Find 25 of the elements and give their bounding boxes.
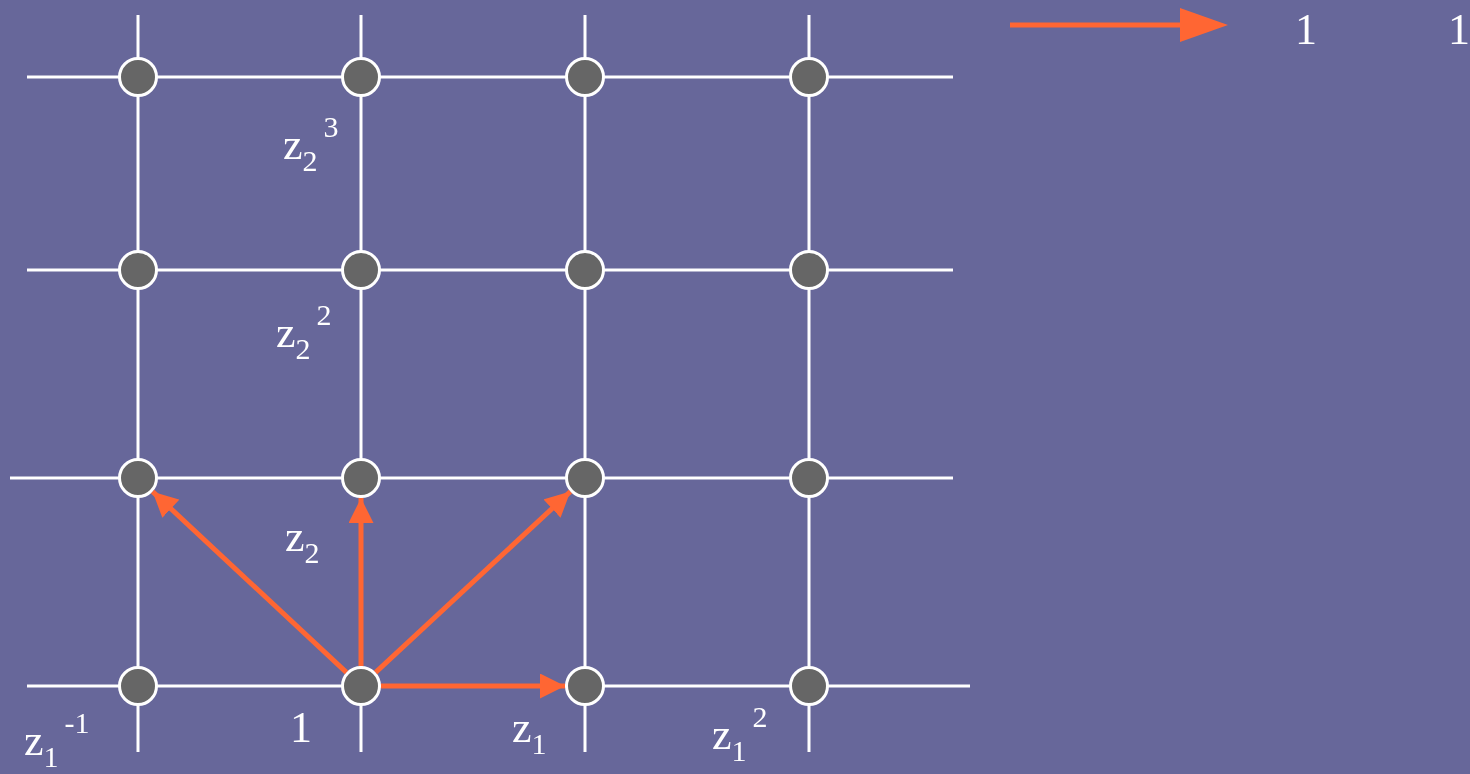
lattice-point [341, 57, 381, 97]
lattice-point [789, 57, 829, 97]
arrow [373, 489, 573, 675]
arrow [381, 673, 565, 699]
lattice-label: 1 [1448, 8, 1470, 52]
lattice-point [118, 57, 158, 97]
lattice-point [789, 250, 829, 290]
lattice-point [341, 666, 381, 706]
arrow [348, 498, 374, 666]
lattice-label: 1 [1295, 8, 1317, 52]
lattice-point [341, 250, 381, 290]
lattice-label: 1 [290, 706, 312, 750]
lattice-point [118, 458, 158, 498]
lattice-point [789, 666, 829, 706]
lattice-point [565, 250, 605, 290]
lattice-point [565, 458, 605, 498]
lattice-point [789, 458, 829, 498]
lattice-point [565, 57, 605, 97]
lattice-point [565, 666, 605, 706]
lattice-point [341, 458, 381, 498]
lattice-point [118, 666, 158, 706]
lattice-label: z$_{2}$ [285, 515, 320, 568]
lattice-label: z$_{1}$ [512, 706, 547, 759]
arrow [150, 489, 349, 675]
lattice-point [118, 250, 158, 290]
